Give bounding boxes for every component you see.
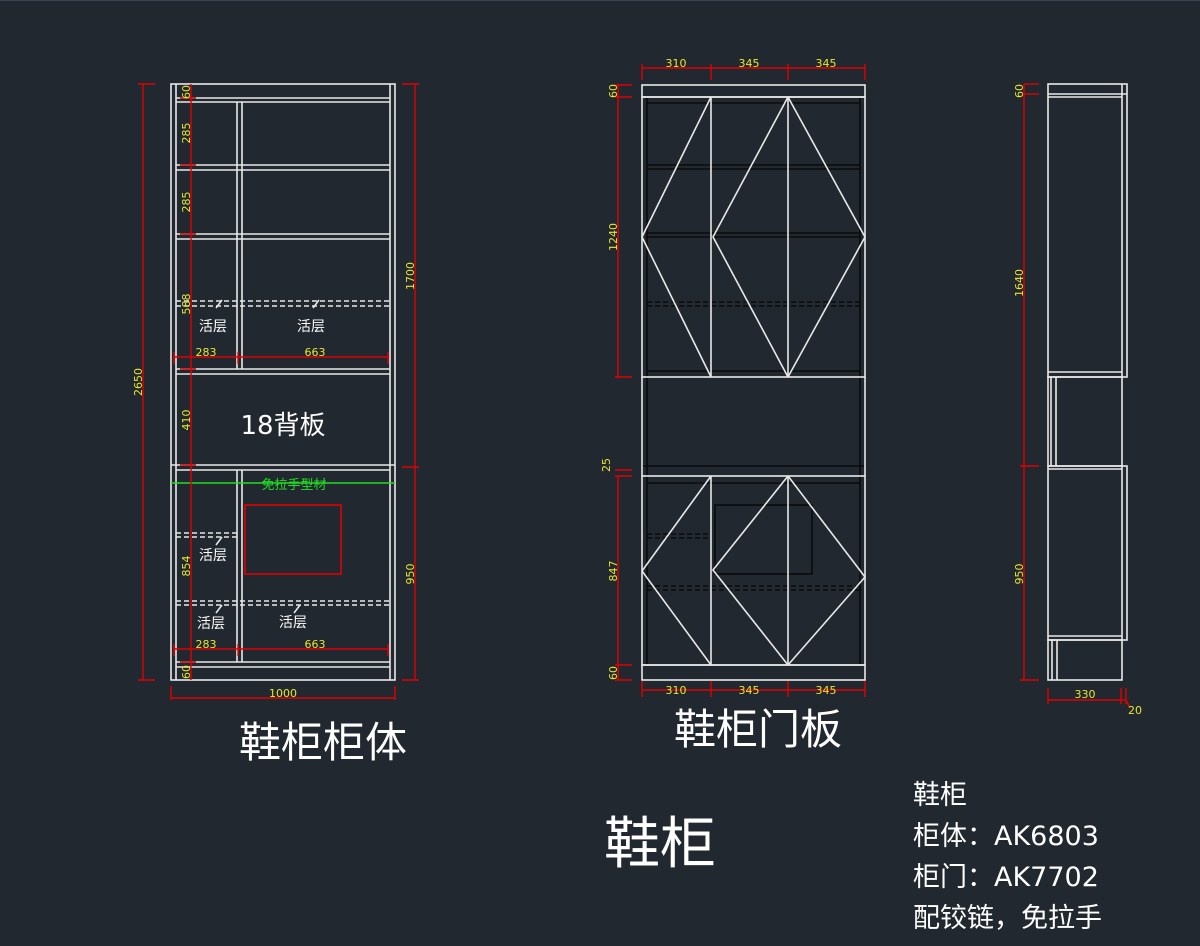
- dim-door-gap: 25: [600, 458, 613, 472]
- dim-door-lower: 847: [607, 561, 620, 582]
- dim-lower: 854: [180, 556, 193, 577]
- dim-width: 1000: [269, 687, 297, 700]
- side-elevation: 60 1640 950 330 20: [1013, 83, 1142, 717]
- dim-right-width: 663: [305, 346, 326, 359]
- dim-top: 60: [180, 85, 193, 99]
- note-line: 柜体：AK6803: [913, 821, 1099, 852]
- main-title: 鞋柜: [604, 812, 716, 877]
- note-line: 鞋柜: [913, 780, 967, 811]
- dim-upper-height: 1700: [404, 262, 417, 290]
- dim-door-width-1: 310: [666, 684, 687, 697]
- dim-left-width: 283: [196, 346, 217, 359]
- shelf-label: 活层: [297, 319, 325, 335]
- door-view-title: 鞋柜门板: [674, 705, 842, 754]
- shelf-label: 活层: [197, 616, 225, 632]
- dim-door-width-3: 345: [816, 57, 837, 70]
- dim-door-width-1: 310: [666, 57, 687, 70]
- dim-middle: 410: [180, 410, 193, 431]
- dim-door-width-3: 345: [816, 684, 837, 697]
- dim-side-top: 60: [1013, 84, 1026, 98]
- shelf-label: 活层: [199, 319, 227, 335]
- cabinet-body-elevation: 2650 1700 950 60 285 285 588 410 854 60 …: [132, 83, 419, 767]
- dim-shelf-3: 588: [180, 294, 193, 315]
- note-line: 柜门：AK7702: [913, 862, 1099, 893]
- body-view-title: 鞋柜柜体: [239, 718, 407, 767]
- shelf-label: 活层: [279, 615, 307, 631]
- dim-door-upper: 1240: [607, 223, 620, 251]
- dim-door-width-2: 345: [739, 57, 760, 70]
- dim-total-height: 2650: [132, 368, 145, 396]
- back-panel-label: 18背板: [240, 411, 325, 441]
- dim-door-top: 60: [607, 84, 620, 98]
- dim-side-door: 20: [1128, 704, 1142, 717]
- dim-left-width-2: 283: [196, 638, 217, 651]
- red-opening-rect: [244, 504, 342, 575]
- dim-shelf-2: 285: [180, 192, 193, 213]
- dim-side-upper: 1640: [1013, 269, 1026, 297]
- dim-bottom: 60: [180, 665, 193, 679]
- dim-door-width-2: 345: [739, 684, 760, 697]
- dim-door-bottom: 60: [607, 666, 620, 680]
- dim-side-lower: 950: [1013, 564, 1026, 585]
- notes: 鞋柜 柜体：AK6803 柜门：AK7702 配铰链，免拉手: [913, 780, 1102, 934]
- dim-shelf-1: 285: [180, 123, 193, 144]
- door-panel-elevation: 310 345 345 310 345 345 60 1240 25 847 6…: [600, 57, 867, 754]
- shelf-label: 活层: [199, 548, 227, 564]
- note-line: 配铰链，免拉手: [913, 903, 1102, 934]
- handle-profile-label: 免拉手型材: [261, 478, 326, 493]
- dim-side-depth: 330: [1075, 688, 1096, 701]
- dim-lower-height: 950: [404, 564, 417, 585]
- dim-right-width-2: 663: [305, 638, 326, 651]
